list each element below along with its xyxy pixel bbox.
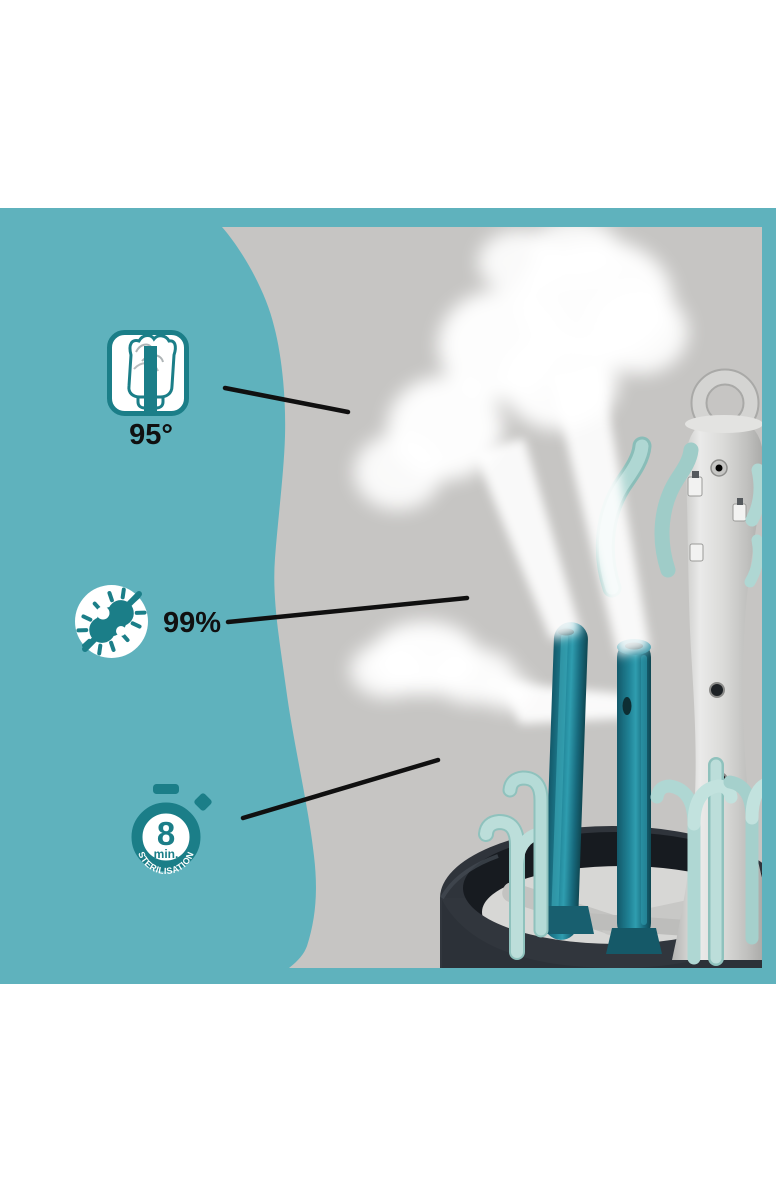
mint-peg-hooks [478, 770, 549, 960]
time-unit: min. [154, 847, 179, 861]
callout-line-germs [225, 595, 470, 625]
germs-label: 99% [163, 607, 221, 639]
callout-lines [222, 385, 470, 821]
steam-jets [474, 362, 650, 656]
sterilizer-product [350, 227, 762, 968]
no-germs-icon [75, 585, 148, 658]
steam-clouds [350, 227, 688, 710]
callout-line-time [240, 757, 441, 821]
temperature-label: 95° [129, 419, 173, 451]
callout-line-temperature [222, 385, 351, 415]
germs-callout: 99% [75, 585, 221, 658]
temperature-callout: 95° [107, 330, 189, 451]
steam-bottle-icon [107, 330, 189, 416]
time-value: 8 [157, 815, 175, 852]
front-mint-hooks [650, 757, 762, 966]
steam-tube-left [541, 622, 594, 940]
